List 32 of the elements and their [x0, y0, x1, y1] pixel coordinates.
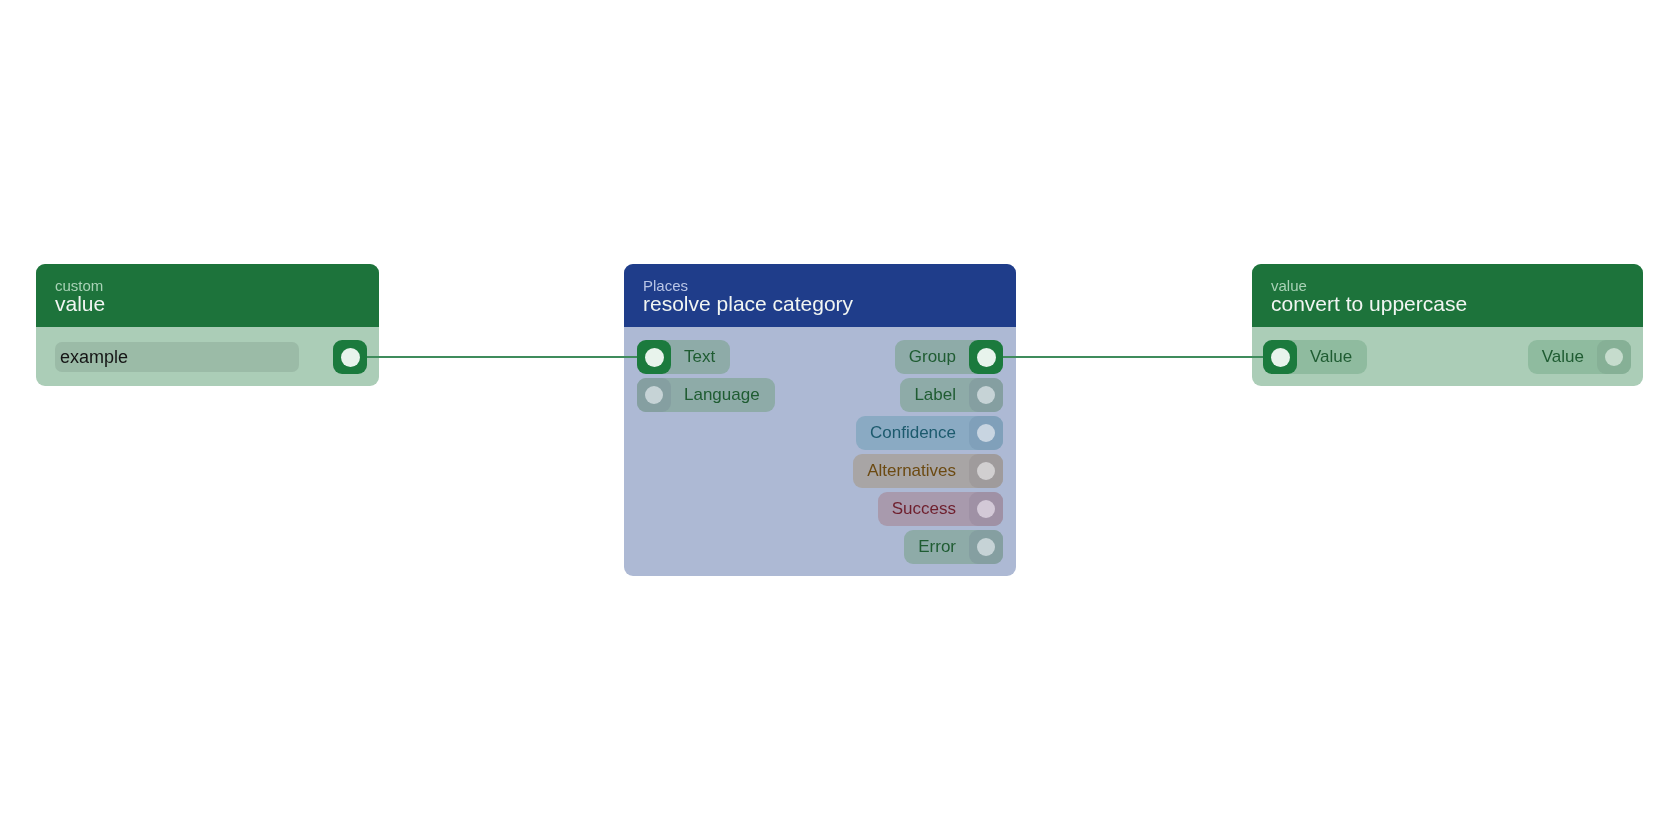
port-label: Value	[1541, 347, 1584, 367]
node-card	[624, 264, 1016, 576]
node-category: Places	[643, 278, 689, 293]
port-label: Alternatives	[867, 461, 956, 481]
output-port	[853, 454, 1003, 488]
node-category: value	[1271, 278, 1307, 293]
output-port	[856, 416, 1003, 450]
port-label: Label	[914, 385, 956, 405]
output-port	[894, 340, 1003, 374]
port-label: Confidence	[870, 423, 956, 443]
input-port	[1263, 340, 1368, 374]
node-title: convert to uppercase	[1271, 293, 1468, 314]
node-title: resolve place category	[643, 293, 854, 314]
port-label: Text	[684, 347, 716, 367]
node-card	[1252, 264, 1643, 386]
connector-line	[366, 356, 638, 358]
output-port	[1527, 340, 1631, 374]
connector-line	[1002, 356, 1264, 358]
port-label: Error	[918, 537, 956, 557]
output-port	[900, 378, 1003, 412]
input-field: example	[55, 342, 299, 372]
output-port	[877, 492, 1003, 526]
output-port	[904, 530, 1003, 564]
node-card	[36, 264, 379, 386]
port-label: Group	[908, 347, 956, 367]
node-category: custom	[55, 278, 104, 293]
input-port	[637, 378, 775, 412]
node-title: value	[55, 293, 106, 314]
input-port	[637, 340, 731, 374]
port-label: Language	[684, 385, 760, 405]
port-label: Value	[1310, 347, 1353, 367]
port-label: Success	[891, 499, 956, 519]
